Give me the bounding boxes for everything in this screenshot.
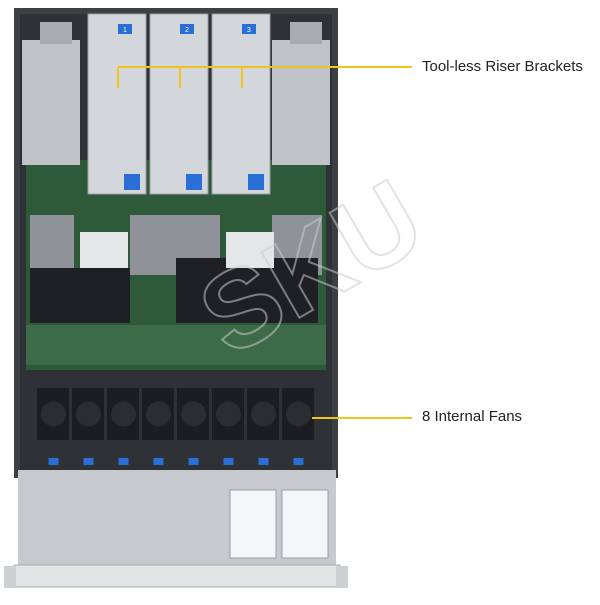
front-panel [13,564,341,588]
riser-number-tag [180,24,194,34]
fan-rotor [41,401,66,427]
riser-bracket: 3 [211,13,271,195]
riser-release-latch [248,174,264,190]
fan-connector [293,458,304,465]
riser-plate [211,13,271,195]
fan-rotor [111,401,136,427]
label-sticker-right [281,489,329,559]
board-lower-strip [26,325,326,365]
riser-release-latch [124,174,140,190]
internal-fan [72,388,104,440]
fan-connector [118,458,129,465]
fan-rotor [286,401,311,427]
riser-brackets-callout-label: Tool-less Riser Brackets [422,58,583,75]
psu-left-top [40,22,72,44]
psu-right [272,40,330,165]
internal-fan [282,388,314,440]
internal-fan [177,388,209,440]
fan-rotor [216,401,241,427]
cpu-heatsink-left [30,268,130,323]
rack-ear-left [4,566,16,588]
riser-plate [149,13,209,195]
riser-release-latch [186,174,202,190]
callout-lines [117,66,412,419]
riser-number-tag [118,24,132,34]
fan-rotor [146,401,171,427]
riser-number: 2 [185,27,189,34]
riser-plate [87,13,147,195]
fan-bank [37,388,314,440]
riser-number-tag [242,24,256,34]
riser-brackets: 1 2 3 [87,13,271,195]
psu-right-top [290,22,322,44]
rack-ear-right [336,566,348,588]
internal-fan [247,388,279,440]
fan-connectors [48,458,304,465]
dimm-bank-left [30,215,74,275]
psu-left [22,40,80,165]
cpu-label-left [80,232,128,268]
fan-rotor [251,401,276,427]
internal-fan [37,388,69,440]
fan-rotor [76,401,101,427]
fan-connector [223,458,234,465]
internal-fan [142,388,174,440]
riser-number: 1 [123,27,127,34]
fan-connector [153,458,164,465]
fan-connector [48,458,59,465]
riser-number: 3 [247,27,251,34]
fan-rotor [181,401,206,427]
fan-connector [258,458,269,465]
cpu-label-right [226,232,274,268]
riser-bracket: 2 [149,13,209,195]
riser-bracket: 1 [87,13,147,195]
cpu-area [30,215,322,323]
fan-connector [188,458,199,465]
internal-fan [107,388,139,440]
fan-connector [83,458,94,465]
label-sticker-left [229,489,277,559]
internal-fan [212,388,244,440]
cpu-heatsink-right [176,258,318,323]
internal-fans-callout-label: 8 Internal Fans [422,408,523,425]
